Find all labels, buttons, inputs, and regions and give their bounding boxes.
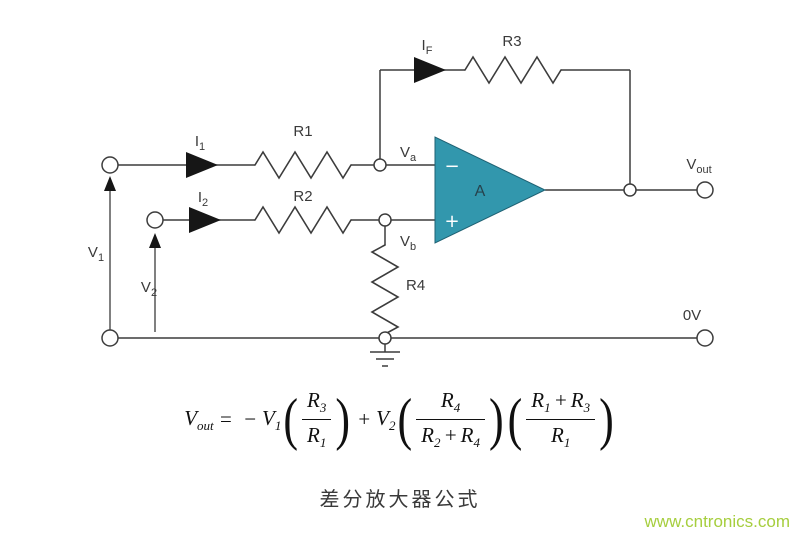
left-paren: ( [397, 387, 413, 452]
v1-label: V1 [88, 244, 104, 264]
i2-label: I2 [198, 189, 208, 209]
if-label: IF [422, 37, 433, 57]
resistor-r1: R1 [254, 123, 352, 180]
resistor-r4-label: R4 [406, 277, 425, 294]
plus-sign: + [356, 407, 372, 432]
watermark: www.cntronics.com [644, 512, 790, 531]
minus-sign: − [242, 407, 258, 432]
ground-symbol [370, 344, 400, 367]
v1-arrowhead-icon [104, 176, 116, 191]
va-label: Va [400, 144, 417, 164]
opamp: − + A [434, 136, 547, 244]
equals-sign: = [218, 407, 233, 432]
resistor-r3-zigzag [464, 55, 562, 85]
junction-node-vb [378, 213, 392, 227]
resistor-r1-label: R1 [293, 123, 312, 140]
vout-label: Vout [686, 156, 711, 176]
right-paren: ) [488, 387, 504, 452]
voltage-arrow-v2: V2 [141, 233, 161, 332]
opamp-gain-label: A [475, 183, 486, 200]
fraction-denominator: R2+R4 [421, 423, 480, 451]
resistor-r4: R4 [370, 244, 425, 335]
resistor-r2-zigzag [254, 205, 352, 235]
formula-v1: V1 [262, 405, 282, 433]
i1-arrow-icon [186, 152, 218, 178]
left-paren: ( [507, 387, 523, 452]
fraction-numerator: R4 [416, 388, 485, 421]
v2-arrowhead-icon [149, 233, 161, 248]
junction-node-va [373, 158, 387, 172]
resistor-r3-label: R3 [502, 33, 521, 50]
junction-node-feedback [623, 183, 637, 197]
v2-label: V2 [141, 279, 157, 299]
resistor-r2: R2 [254, 188, 352, 235]
i1-label: I1 [195, 133, 205, 153]
terminal-input2 [146, 211, 164, 229]
current-arrow-if: IF [414, 37, 446, 83]
fraction-numerator: R3 [302, 388, 332, 421]
terminal-input1 [101, 156, 119, 174]
if-arrow-icon [414, 57, 446, 83]
opamp-inverting-input-label: − [444, 156, 459, 177]
current-arrow-i2: I2 [189, 189, 221, 233]
voltage-arrow-v1: V1 [88, 176, 116, 330]
zero-volt-label: 0V [683, 307, 701, 324]
terminals [101, 156, 714, 347]
terminal-output [696, 181, 714, 199]
node-labels: Va Vb Vout 0V [400, 144, 712, 324]
resistor-r4-zigzag [370, 244, 400, 335]
fraction-r1-plus-r3-over-r1: R1+R3 R1 [526, 388, 596, 451]
resistor-r1-zigzag [254, 150, 352, 180]
right-paren: ) [335, 387, 350, 452]
fraction-denominator: R1 [551, 423, 571, 451]
vb-label: Vb [400, 233, 416, 253]
resistor-r3: R3 [464, 33, 562, 85]
formula-v2: V2 [376, 405, 396, 433]
right-paren: ) [599, 387, 614, 452]
fraction-r3-over-r1: R3 R1 [302, 388, 332, 451]
current-arrow-i1: I1 [186, 133, 218, 178]
fraction-r4-over-r2-plus-r4: R4 R2+R4 [416, 388, 485, 451]
resistor-r2-label: R2 [293, 188, 312, 205]
junction-node-ground [378, 331, 392, 345]
formula: Vout = − V1 ( R3 R1 ) + V2 ( R4 R2+R4 ) … [184, 388, 616, 451]
i2-arrow-icon [189, 207, 221, 233]
formula-container: Vout = − V1 ( R3 R1 ) + V2 ( R4 R2+R4 ) … [0, 388, 800, 451]
caption: 差分放大器公式 [319, 489, 481, 511]
terminal-ground-left [101, 329, 119, 347]
circuit-diagram: R1 R2 R3 R4 I1 I2 IF − [88, 33, 714, 367]
fraction-denominator: R1 [307, 423, 327, 451]
formula-vout: Vout [184, 405, 214, 433]
terminal-ground-right [696, 329, 714, 347]
opamp-body [434, 136, 547, 244]
left-paren: ( [283, 387, 298, 452]
opamp-noninverting-input-label: + [444, 211, 459, 232]
fraction-numerator: R1+R3 [526, 388, 596, 421]
